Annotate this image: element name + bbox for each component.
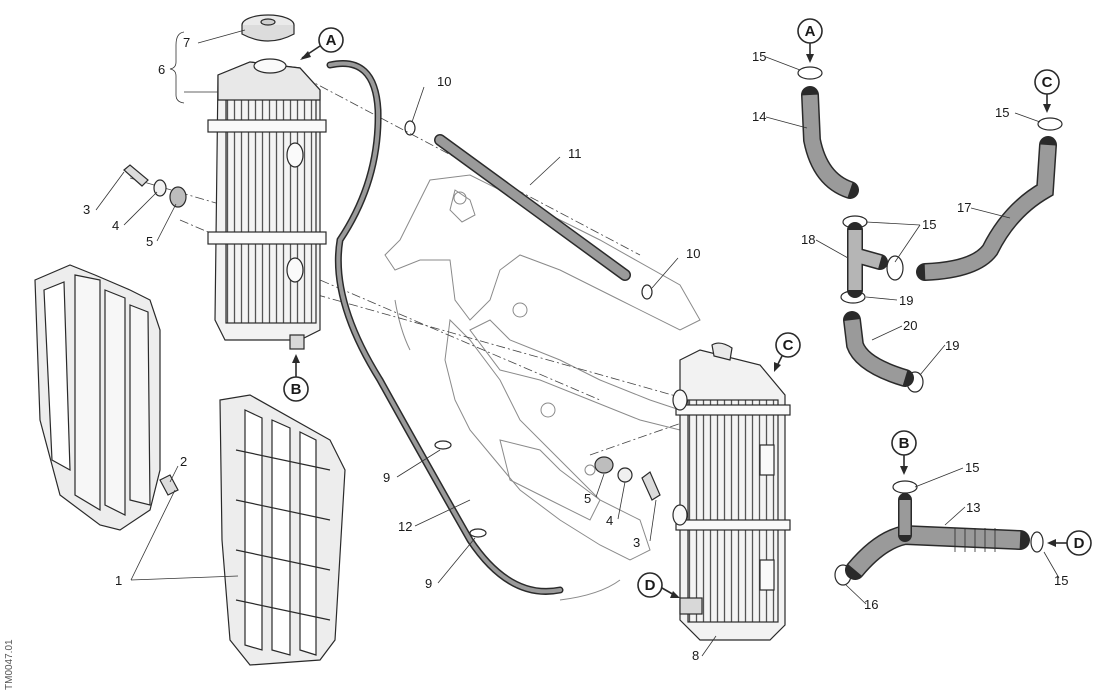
connection-marker-c-right: C: [774, 332, 801, 372]
part-label-19: 19: [945, 338, 959, 353]
connection-marker-b-left: B: [283, 354, 309, 402]
part-label-4: 4: [606, 513, 613, 528]
part-label-7: 7: [183, 35, 190, 50]
part-label-5: 5: [584, 491, 591, 506]
connection-label: A: [326, 32, 337, 49]
part-label-9: 9: [425, 576, 432, 591]
part-label-1: 1: [115, 573, 122, 588]
part-label-15: 15: [752, 49, 766, 64]
connection-label: D: [645, 577, 656, 594]
radiator-grille: [219, 394, 346, 666]
hose-14: [801, 86, 859, 199]
part-label-16: 16: [864, 597, 878, 612]
connection-label: B: [899, 435, 910, 452]
connection-label: C: [1042, 74, 1053, 91]
part-number-labels: 7 6 3 4 5 10 11 10 2 1 9 12 9 5 4 3 8 15…: [83, 35, 1068, 663]
part-label-10: 10: [686, 246, 700, 261]
part-label-13: 13: [966, 500, 980, 515]
hose-20: [843, 311, 914, 387]
hose-17: [916, 136, 1057, 281]
part-label-17: 17: [957, 200, 971, 215]
part-label-12: 12: [398, 519, 412, 534]
part-label-2: 2: [180, 454, 187, 469]
part-label-15: 15: [965, 460, 979, 475]
t-piece-18: [847, 222, 888, 298]
part-label-15: 15: [995, 105, 1009, 120]
part-label-15: 15: [1054, 573, 1068, 588]
part-label-15: 15: [922, 217, 936, 232]
connection-marker-a-left: A: [300, 27, 344, 60]
motorcycle-frame: [384, 174, 701, 601]
part-label-14: 14: [752, 109, 766, 124]
part-label-20: 20: [903, 318, 917, 333]
part-label-3: 3: [83, 202, 90, 217]
connection-label: A: [805, 23, 816, 40]
connection-marker-d-right: D: [637, 572, 680, 598]
radiator-shroud-left: [34, 264, 161, 531]
overflow-hose-12: [326, 60, 564, 595]
connection-label: B: [291, 381, 302, 398]
connection-marker-c-hose: C: [1034, 69, 1060, 113]
connecting-hose-11: [434, 134, 631, 281]
part-label-6: 6: [158, 62, 165, 77]
part-label-9: 9: [383, 470, 390, 485]
part-label-4: 4: [112, 218, 119, 233]
figure-reference-code: TM0047.01: [4, 639, 15, 690]
part-label-19: 19: [899, 293, 913, 308]
radiator-cap: [241, 14, 295, 42]
part-label-11: 11: [568, 146, 582, 161]
leader-lines: [95, 29, 1060, 657]
part-label-8: 8: [692, 648, 699, 663]
bolts-washers-grommets: [123, 164, 661, 501]
part-label-10: 10: [437, 74, 451, 89]
part-label-3: 3: [633, 535, 640, 550]
hose-13: [845, 493, 1030, 580]
part-label-5: 5: [146, 234, 153, 249]
connection-marker-d-hose: D: [1047, 530, 1092, 556]
connection-label: C: [783, 337, 794, 354]
radiator-right: [672, 342, 791, 641]
connection-label: D: [1074, 535, 1085, 552]
connection-marker-a-hose: A: [797, 18, 823, 63]
part-label-18: 18: [801, 232, 815, 247]
radiator-left: [207, 58, 327, 350]
connection-marker-b-hose: B: [891, 430, 917, 475]
